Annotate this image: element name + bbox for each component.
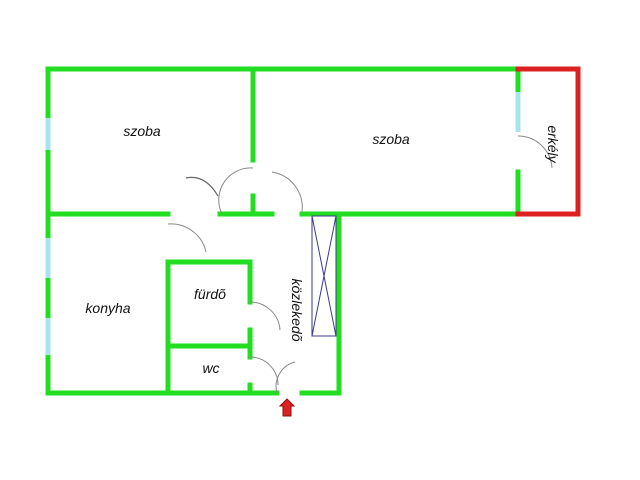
shaft-diag-2 (311, 215, 337, 337)
door-leaf-szoba-left (185, 176, 219, 197)
label-kozlekedo: közlekedõ (289, 278, 305, 341)
room-labels: szoba szoba erkély konyha fürdõ wc közle… (85, 123, 561, 376)
windows (45, 92, 521, 355)
entrance-arrow-icon (278, 398, 296, 417)
label-furdo: fürdõ (194, 286, 226, 302)
outer-walls (45, 66, 521, 396)
label-wc: wc (202, 360, 219, 376)
door-arc-entrance (275, 361, 296, 394)
doors (167, 135, 553, 394)
interior-walls (45, 66, 275, 396)
shaft-rect (311, 215, 337, 337)
door-arc-szobas (218, 167, 254, 215)
label-szoba-right: szoba (372, 131, 410, 147)
label-erkely: erkély (545, 125, 561, 163)
shaft (311, 215, 337, 337)
door-arc-wc (249, 356, 279, 386)
balcony-outline (515, 66, 581, 217)
door-arc-konyha (167, 223, 207, 253)
label-szoba-left: szoba (123, 123, 161, 139)
label-konyha: konyha (85, 300, 130, 316)
door-arc-furdo (249, 301, 281, 331)
door-arc-balcony (517, 135, 553, 169)
balcony-walls (515, 66, 581, 217)
door-arc-szoba-right (271, 171, 303, 213)
entrance-marker (278, 398, 296, 417)
